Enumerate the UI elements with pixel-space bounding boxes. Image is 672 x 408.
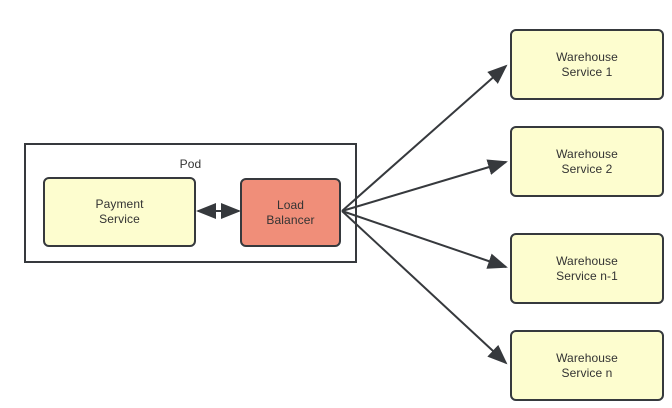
pod-group-container[interactable]: Pod	[24, 143, 357, 263]
node-warehouse-service-n-1[interactable]: Warehouse Service n-1	[510, 233, 664, 304]
node-warehouse-service-1[interactable]: Warehouse Service 1	[510, 29, 664, 100]
node-warehouse-service-n-label: Warehouse Service n	[556, 350, 618, 380]
edge-load-balancer-to-warehouse-2	[341, 159, 508, 212]
node-warehouse-service-n[interactable]: Warehouse Service n	[510, 330, 664, 401]
node-payment-service-label: Payment Service	[95, 197, 144, 226]
edge-load-balancer-to-warehouse-n-1	[341, 210, 508, 269]
pod-group-label: Pod	[179, 157, 202, 171]
node-warehouse-service-2-label: Warehouse Service 2	[556, 146, 618, 176]
node-payment-service[interactable]: Payment Service	[43, 177, 196, 247]
node-warehouse-service-2[interactable]: Warehouse Service 2	[510, 126, 664, 197]
node-load-balancer[interactable]: Load Balancer	[240, 178, 341, 247]
edge-load-balancer-to-warehouse-1	[341, 64, 508, 212]
node-load-balancer-label: Load Balancer	[266, 197, 315, 227]
edge-load-balancer-to-warehouse-n	[341, 210, 508, 365]
node-warehouse-service-1-label: Warehouse Service 1	[556, 49, 618, 79]
node-warehouse-service-n-1-label: Warehouse Service n-1	[556, 253, 618, 283]
